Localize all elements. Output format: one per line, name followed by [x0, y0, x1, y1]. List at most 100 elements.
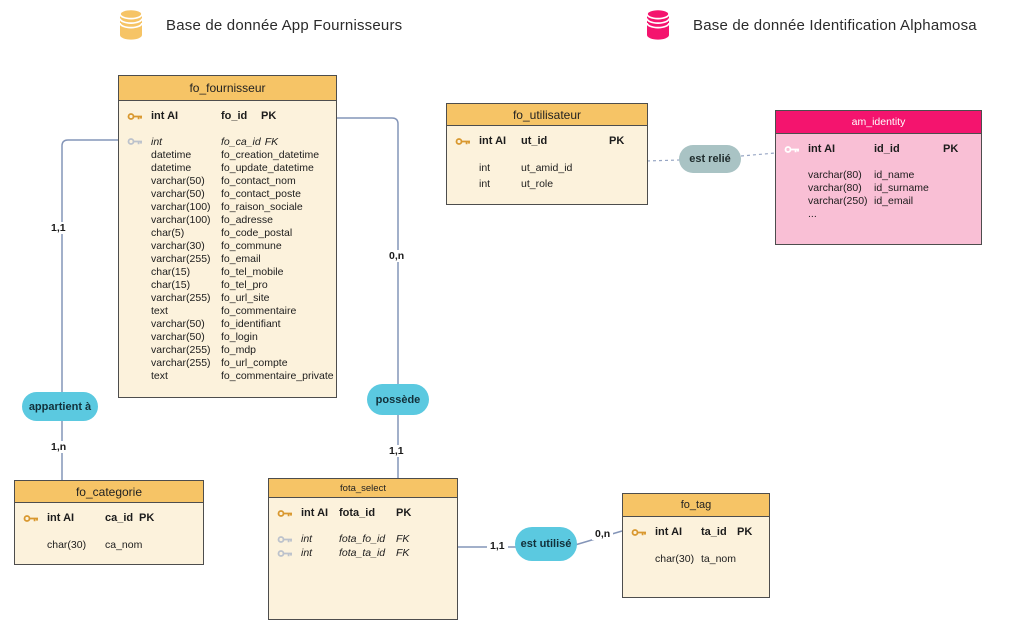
- column-type: varchar(80): [808, 168, 862, 181]
- table-row: varchar(250) id_email: [776, 194, 981, 207]
- column-name: ca_id: [105, 512, 134, 524]
- column-type: text: [151, 369, 168, 382]
- table-row: char(15) fo_tel_pro: [119, 278, 336, 291]
- column-name: fo_login: [221, 330, 258, 343]
- table-row: int AI id_id PK: [776, 141, 981, 157]
- entity-title: fo_categorie: [15, 481, 203, 503]
- column-type: char(15): [151, 278, 191, 291]
- column-name: fo_tel_pro: [221, 278, 268, 291]
- column-type: varchar(255): [151, 343, 211, 356]
- pk-key-icon: [277, 509, 301, 518]
- column-type: varchar(50): [151, 317, 205, 330]
- table-row: int AI fota_id PK: [269, 505, 457, 521]
- column-name: id_email: [874, 194, 914, 207]
- column-name: fota_id: [339, 507, 376, 519]
- column-name: fota_fo_id: [339, 533, 386, 545]
- column-name: fo_commentaire: [221, 304, 297, 317]
- table-row: varchar(255)fo_mdp: [119, 343, 336, 356]
- column-name: fo_id: [221, 110, 248, 122]
- column-type: int: [301, 547, 313, 559]
- column-name: fo_ca_id: [221, 135, 261, 148]
- column-flag: PK: [139, 512, 155, 524]
- table-row: varchar(50)fo_contact_poste: [119, 187, 336, 200]
- column-flag: PK: [261, 110, 277, 122]
- column-type: datetime: [151, 148, 192, 161]
- table-row: char(5)fo_code_postal: [119, 226, 336, 239]
- column-type: char(30): [47, 538, 87, 551]
- row-spacer: [269, 521, 457, 532]
- row-spacer: [776, 157, 981, 168]
- table-row: varchar(255)fo_url_site: [119, 291, 336, 304]
- relation-pill-est-relie: est relié: [679, 145, 741, 173]
- column-name: fo_raison_sociale: [221, 200, 303, 213]
- row-spacer: [119, 124, 336, 135]
- column-name: id_id: [874, 143, 900, 155]
- relation-pill-possede: possède: [367, 384, 429, 415]
- column-type: int AI: [301, 507, 329, 519]
- legend-label: Base de donnée App Fournisseurs: [166, 16, 403, 34]
- column-flag: PK: [943, 143, 959, 155]
- relation-label: appartient à: [28, 400, 92, 413]
- cardinality-possede-target: 1,1: [386, 445, 407, 457]
- cardinality-possede-source: 0,n: [386, 250, 408, 262]
- column-type: varchar(100): [151, 213, 211, 226]
- database-icon-pink: [646, 8, 670, 40]
- column-flag: PK: [396, 507, 412, 519]
- table-row: varchar(100)fo_raison_sociale: [119, 200, 336, 213]
- cardinality-est-utilise-source: 1,1: [487, 540, 508, 552]
- entity-title: fo_fournisseur: [119, 76, 336, 101]
- relation-label: possède: [375, 393, 421, 406]
- column-flag: PK: [609, 135, 625, 147]
- column-type: varchar(50): [151, 174, 205, 187]
- column-type: int AI: [808, 143, 836, 155]
- relation-label: est relié: [689, 153, 731, 165]
- column-type: varchar(255): [151, 356, 211, 369]
- legend-identification-alphamosa: Base de donnée Identification Alphamosa: [645, 8, 977, 42]
- column-flag: FK: [396, 547, 410, 559]
- column-name: fo_email: [221, 252, 261, 265]
- relation-pill-appartient-a: appartient à: [22, 392, 98, 421]
- column-flag: FK: [396, 533, 410, 545]
- column-name: fo_url_compte: [221, 356, 288, 369]
- column-name: fo_commentaire_private: [221, 369, 334, 382]
- table-row: varchar(80)id_name: [776, 168, 981, 181]
- column-name: fo_url_site: [221, 291, 270, 304]
- column-type: varchar(30): [151, 239, 205, 252]
- column-type: int: [479, 178, 491, 190]
- column-type: varchar(50): [151, 330, 205, 343]
- table-row: char(30)ta_nom: [623, 551, 769, 566]
- column-type: varchar(250): [808, 194, 868, 207]
- column-type: int AI: [151, 110, 179, 122]
- column-name: fo_adresse: [221, 213, 273, 226]
- table-row: text fo_commentaire_private: [119, 369, 336, 382]
- column-name: fota_ta_id: [339, 547, 386, 559]
- column-name: fo_update_datetime: [221, 161, 314, 174]
- database-icon-yellow: [119, 8, 143, 40]
- legend-label: Base de donnée Identification Alphamosa: [693, 16, 977, 34]
- column-name: fo_commune: [221, 239, 282, 252]
- table-row: char(30)ca_nom: [15, 537, 203, 552]
- entity-title: fo_tag: [623, 494, 769, 517]
- column-type: char(30): [655, 552, 695, 565]
- column-type: varchar(80): [808, 181, 862, 194]
- cardinality-est-utilise-target: 0,n: [592, 528, 614, 540]
- pk-key-icon: [455, 137, 479, 146]
- legend-app-fournisseurs: Base de donnée App Fournisseurs: [118, 8, 402, 42]
- column-type: varchar(255): [151, 252, 211, 265]
- table-row: varchar(30) fo_commune: [119, 239, 336, 252]
